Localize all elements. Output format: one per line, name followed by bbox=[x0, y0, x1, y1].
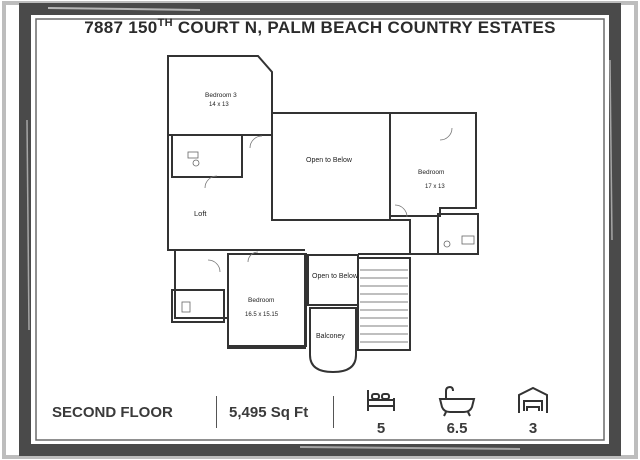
garage-count: 3 bbox=[528, 420, 538, 437]
floor-name: SECOND FLOOR bbox=[52, 404, 173, 421]
loft-walls bbox=[167, 135, 306, 349]
bath-count: 6.5 bbox=[446, 420, 468, 437]
floor-area: 5,495 Sq Ft bbox=[229, 404, 309, 421]
balcony-walls bbox=[309, 307, 357, 374]
divider-2 bbox=[333, 396, 334, 428]
bedroom-bottom-name: Bedroom bbox=[248, 297, 274, 304]
stairs-walls bbox=[357, 257, 411, 351]
bedroom-3-name: Bedroom 3 bbox=[205, 92, 237, 99]
open-small-label: Open to Below bbox=[312, 273, 359, 280]
bedroom-right-name: Bedroom bbox=[418, 169, 444, 176]
bath-left-lower bbox=[171, 289, 225, 323]
open-to-below-walls bbox=[271, 112, 391, 221]
bed-icon bbox=[367, 390, 395, 411]
bathtub-icon bbox=[438, 385, 476, 417]
bedroom-3-size: 14 x 13 bbox=[209, 102, 229, 108]
floor-plan: Bedroom 3 14 x 13 Open to Below Bedroom … bbox=[167, 55, 479, 374]
open-to-below-label: Open to Below bbox=[306, 157, 353, 164]
bed-count: 5 bbox=[376, 420, 386, 437]
garage-icon bbox=[518, 386, 548, 413]
bedroom-right-size: 17 x 13 bbox=[425, 184, 445, 190]
page-title: 7887 150TH COURT N, PALM BEACH COUNTRY E… bbox=[84, 17, 556, 37]
loft-label: Loft bbox=[194, 209, 207, 218]
bath-left-upper bbox=[171, 134, 243, 178]
bedroom-right-walls bbox=[389, 112, 477, 217]
bedroom-3-walls bbox=[167, 55, 273, 136]
divider-1 bbox=[216, 396, 217, 428]
balcony-label: Balconey bbox=[316, 333, 345, 340]
open-small-walls bbox=[307, 254, 359, 306]
bath-right-walls bbox=[437, 213, 479, 255]
bedroom-bottom-walls bbox=[227, 253, 307, 347]
bedroom-bottom-size: 16.5 x 15.15 bbox=[245, 312, 279, 318]
